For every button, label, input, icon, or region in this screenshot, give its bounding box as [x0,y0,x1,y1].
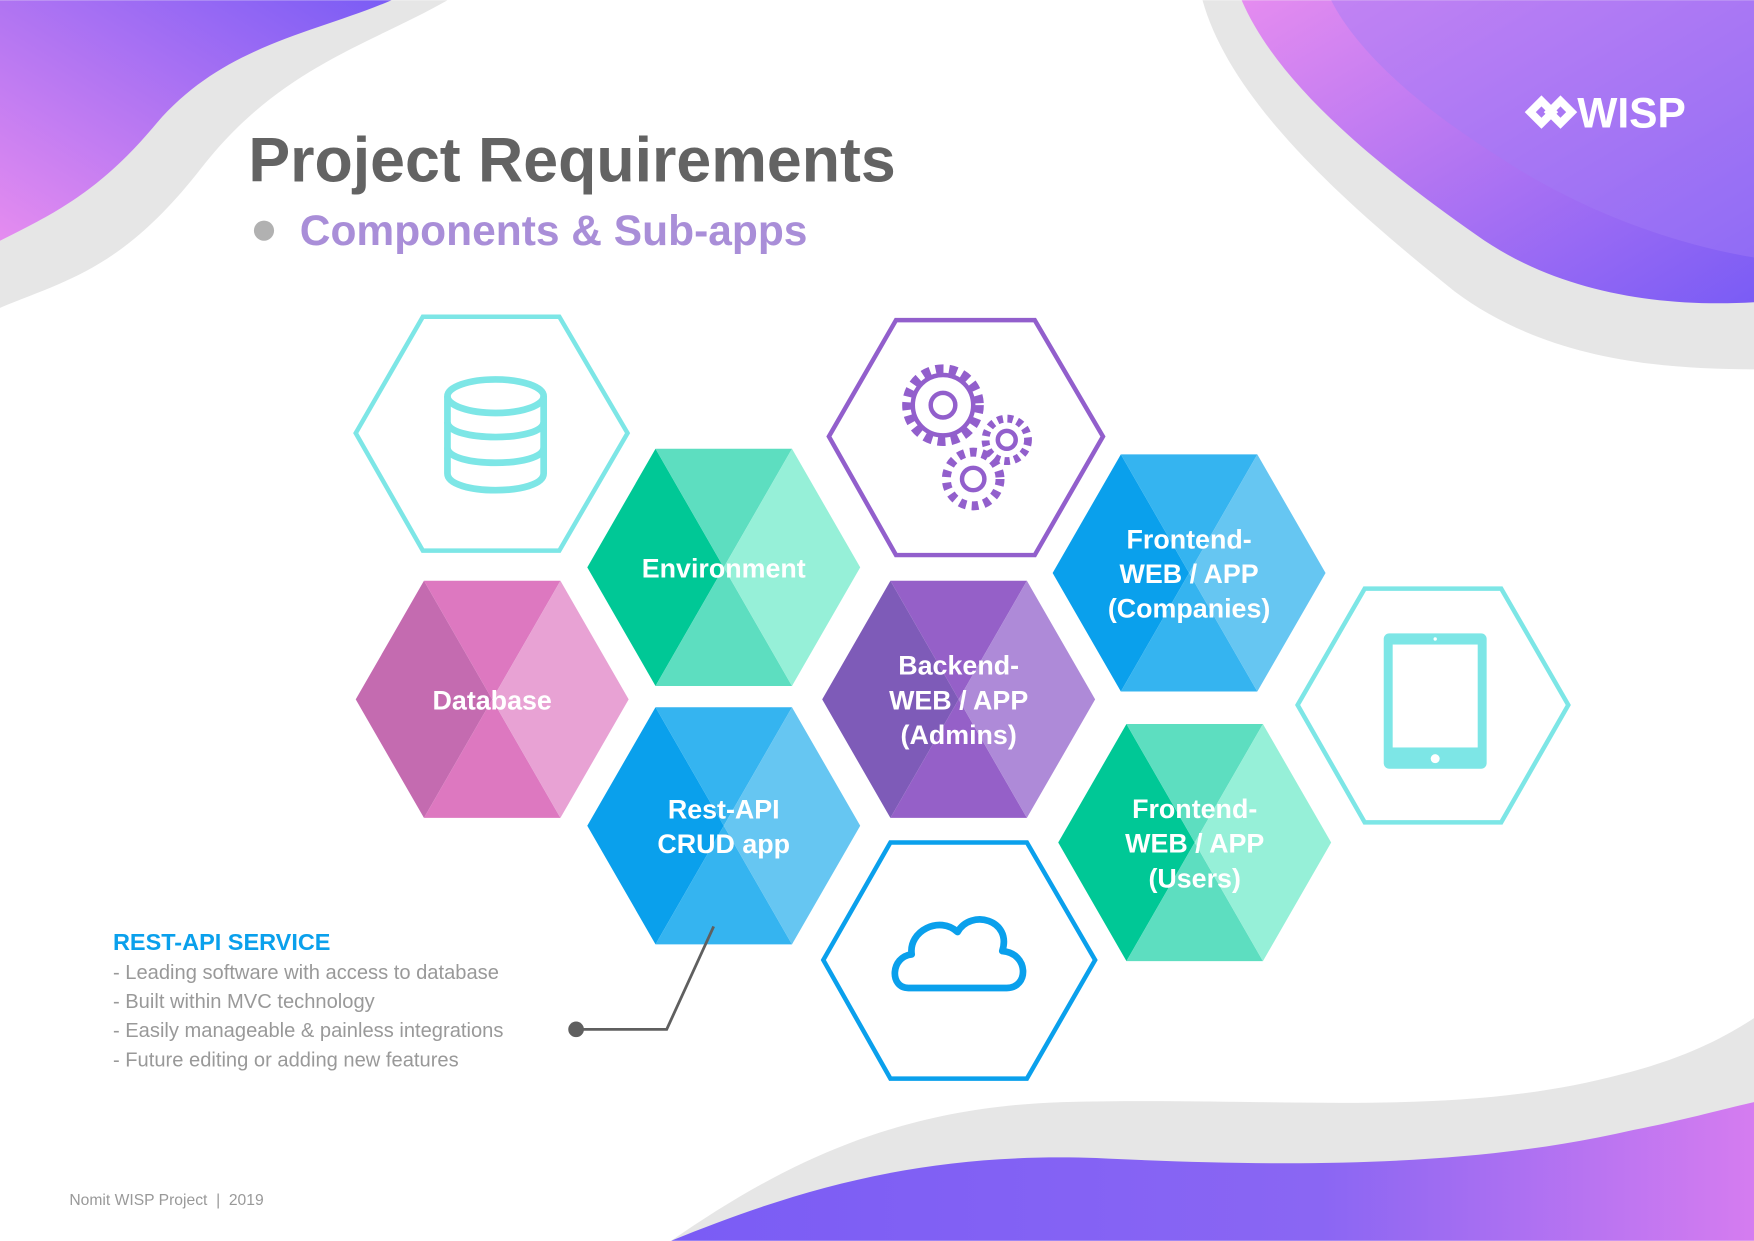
database-icon-hexagon [353,314,631,553]
hexagon-facet [655,567,792,686]
hexagon-label: Backend- [898,651,1019,681]
bullet-icon [253,220,275,241]
hexagon-label: WEB / APP [889,685,1028,715]
hexagon-facet [655,707,792,826]
hexagon-database: Database [355,580,629,818]
hexagon-label: (Companies) [1108,594,1270,624]
hexagon-facet [655,448,792,568]
hexagon-label: Database [433,685,552,715]
hexagon-facet [1126,842,1263,962]
page-subtitle: Components & Sub-apps [300,208,808,255]
hexagon-facet [1126,723,1263,843]
hexagon-facet [492,580,629,818]
callout-item: - Leading software with access to databa… [113,962,499,984]
hexagon-rest-api: Rest-API CRUD app [587,707,861,945]
hexagon-backend: Backend- WEB / APP (Admins) [822,580,1096,818]
hexagon-facet [1120,454,1258,573]
tablet-icon [1383,633,1487,769]
hexagon-frontend-users: Frontend- WEB / APP (Users) [1058,723,1332,962]
hexagon-label: CRUD app [657,829,790,859]
callout-connector [568,925,715,1038]
page-title: Project Requirements [248,125,895,195]
callout-item: - Future editing or adding new features [113,1049,459,1071]
callout-item: - Built within MVC technology [113,991,376,1013]
gears-icon-hexagon [826,317,1106,558]
hexagon-facet [423,580,561,700]
hexagon-facet [1194,723,1332,962]
hexagon-facet [890,699,1027,818]
callout-item: - Easily manageable & painless integrati… [113,1020,503,1042]
hexagon-facet [1120,572,1258,692]
hexagon-label: Rest-API [668,794,780,824]
hexagon-facet [723,448,861,686]
database-icon [444,376,548,494]
callout-title: REST-API SERVICE [113,929,331,955]
hexagon-facet [890,580,1027,700]
logo-text: WISP [1577,91,1686,138]
tablet-icon-hexagon [1295,586,1571,825]
hexagon-frontend-companies: Frontend- WEB / APP (Companies) [1052,454,1326,692]
hexagon-facet [655,825,792,945]
cloud-icon-hexagon [820,840,1098,1081]
hexagon-facet [423,699,561,818]
hexagon-label: Frontend- [1127,524,1252,554]
wisp-logo: WISP [1524,91,1686,138]
hexagon-label: WEB / APP [1125,829,1264,859]
hexagon-environment: Environment [587,448,861,686]
hexagon-label: (Admins) [901,720,1017,750]
cloud-icon [891,916,1027,992]
hexagon-label: WEB / APP [1120,559,1259,589]
hexagon-label: (Users) [1148,863,1240,893]
hexagon-label: Environment [642,553,806,583]
gears-icon [902,364,1032,511]
hexagon-label: Frontend- [1132,794,1257,824]
footer-text: Nomit WISP Project | 2019 [69,1192,263,1209]
hexagon-facet [723,707,861,945]
